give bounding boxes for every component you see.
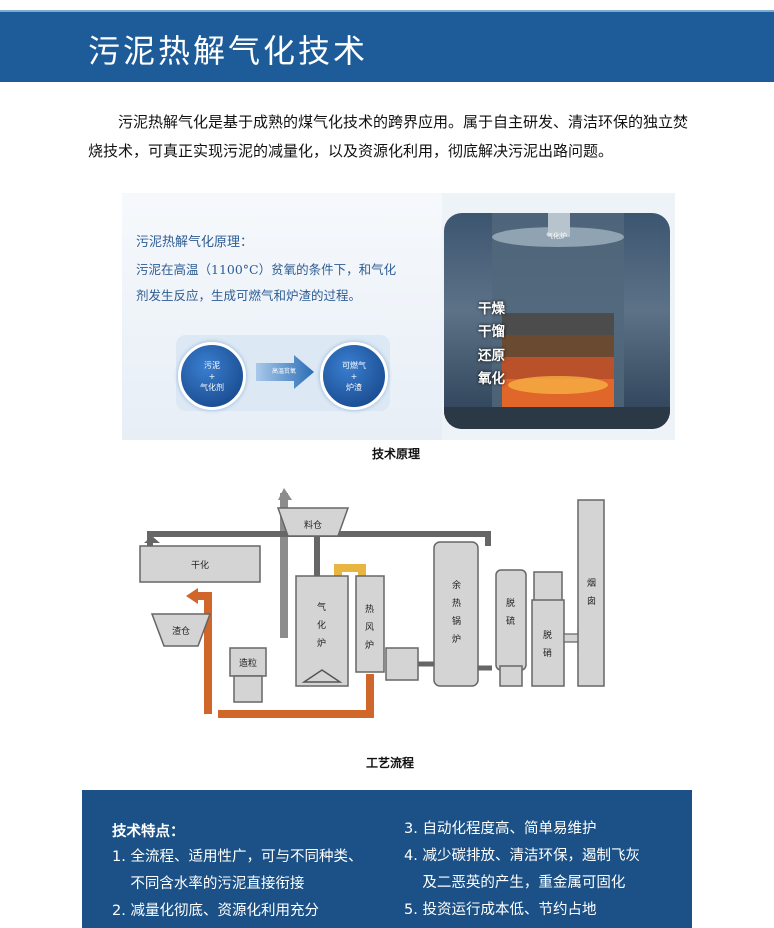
- input-circle: 污泥 + 气化剂: [178, 342, 246, 410]
- slag-pipe: [194, 592, 212, 714]
- principle-heading: 污泥热解气化原理：: [136, 235, 254, 250]
- denitrification-box: [531, 599, 565, 687]
- dryer-box: [139, 545, 261, 583]
- feature-item: 2. 减量化彻底、资源化利用充分: [112, 903, 319, 919]
- slag-bin-shape: [150, 613, 212, 647]
- dryer-label: 干化: [191, 559, 209, 571]
- feature-item: 4. 减少碳排放、清洁环保，遏制飞灰: [404, 848, 640, 864]
- output-label-1: 可燃气: [342, 360, 366, 370]
- input-plus: +: [208, 371, 216, 381]
- hot-pipe-bottom: [218, 674, 374, 718]
- feature-item: 及二恶英的产生，重金属可固化: [404, 875, 626, 891]
- stage-pyrolysis: 干馏: [478, 324, 505, 340]
- gasifier-label: 气化炉: [317, 601, 326, 649]
- feature-item: 不同含水率的污泥直接衔接: [112, 876, 305, 892]
- intro-paragraph: 污泥热解气化是基于成熟的煤气化技术的跨界应用。属于自主研发、清洁环保的独立焚烧技…: [88, 113, 689, 160]
- title-banner: 污泥热解气化技术: [0, 10, 774, 82]
- hot-blast-label: 热风炉: [365, 603, 374, 651]
- furnace-top-label: 气化炉: [546, 232, 567, 240]
- stage-drying: 干燥: [478, 301, 505, 317]
- feature-item: 5. 投资运行成本低、节约占地: [404, 902, 597, 918]
- gasifier-cutaway: 气化炉 干燥 干馏 还原 氧化: [444, 213, 670, 429]
- gasifier-box: [295, 575, 349, 687]
- principle-text-panel: 污泥热解气化原理： 污泥在高温（1100°C）贫氧的条件下，和气化 剂发生反应，…: [122, 193, 442, 440]
- output-circle: 可燃气 + 炉渣: [320, 342, 388, 410]
- stage-oxidation: 氧化: [478, 371, 505, 387]
- feature-item: 1. 全流程、适用性广，可与不同种类、: [112, 849, 363, 865]
- process-caption: 工艺流程: [366, 756, 415, 770]
- reaction-diagram: 污泥 + 气化剂 高温贫氧 可燃气 + 炉渣: [176, 335, 390, 411]
- gasifier-cutaway-illustration: [444, 213, 670, 429]
- principle-caption: 技术原理: [372, 447, 421, 461]
- process-flow-diagram: 干化 料仓 渣仓 造粒 气化炉 热风炉 余热锅炉 脱硫 脱硝 烟囱: [139, 488, 605, 718]
- hopper-label: 料仓: [304, 519, 322, 531]
- granulator-label: 造粒: [239, 657, 257, 669]
- granulator-box: [229, 647, 267, 677]
- reaction-arrow-icon: [256, 355, 314, 389]
- features-title: 技术特点：: [112, 824, 185, 840]
- page-title: 污泥热解气化技术: [88, 32, 369, 70]
- features-right-column: 3. 自动化程度高、简单易维护 4. 减少碳排放、清洁环保，遏制飞灰 及二恶英的…: [404, 816, 640, 924]
- output-plus: +: [350, 371, 358, 381]
- feature-item: 3. 自动化程度高、简单易维护: [404, 821, 597, 837]
- principle-figure: 污泥热解气化原理： 污泥在高温（1100°C）贫氧的条件下，和气化 剂发生反应，…: [122, 193, 675, 440]
- chimney-label: 烟囱: [587, 577, 596, 607]
- chimney-box: [577, 499, 605, 687]
- output-label-2: 炉渣: [346, 382, 362, 392]
- input-label-1: 污泥: [204, 360, 220, 370]
- principle-line-2: 剂发生反应，生成可燃气和炉渣的过程。: [136, 288, 362, 303]
- desulfurization-label: 脱硫: [506, 597, 515, 627]
- denitrification-label: 脱硝: [543, 629, 552, 659]
- features-panel: 技术特点： 1. 全流程、适用性广，可与不同种类、 不同含水率的污泥直接衔接 2…: [82, 790, 692, 928]
- stage-reduction: 还原: [478, 348, 505, 364]
- slag-bin-label: 渣仓: [172, 625, 190, 637]
- arrow-label: 高温贫氧: [271, 368, 296, 375]
- input-label-2: 气化剂: [200, 382, 224, 392]
- waste-heat-boiler-box: [433, 541, 479, 687]
- hopper-shape: [276, 507, 350, 537]
- principle-description: 污泥在高温（1100°C）贫氧的条件下，和气化 剂发生反应，生成可燃气和炉渣的过…: [136, 257, 436, 309]
- features-left-column: 1. 全流程、适用性广，可与不同种类、 不同含水率的污泥直接衔接 2. 减量化彻…: [112, 844, 362, 925]
- waste-heat-label: 余热锅炉: [452, 579, 461, 645]
- hot-blast-box: [355, 575, 385, 673]
- principle-line-1: 污泥在高温（1100°C）贫氧的条件下，和气化: [136, 262, 397, 277]
